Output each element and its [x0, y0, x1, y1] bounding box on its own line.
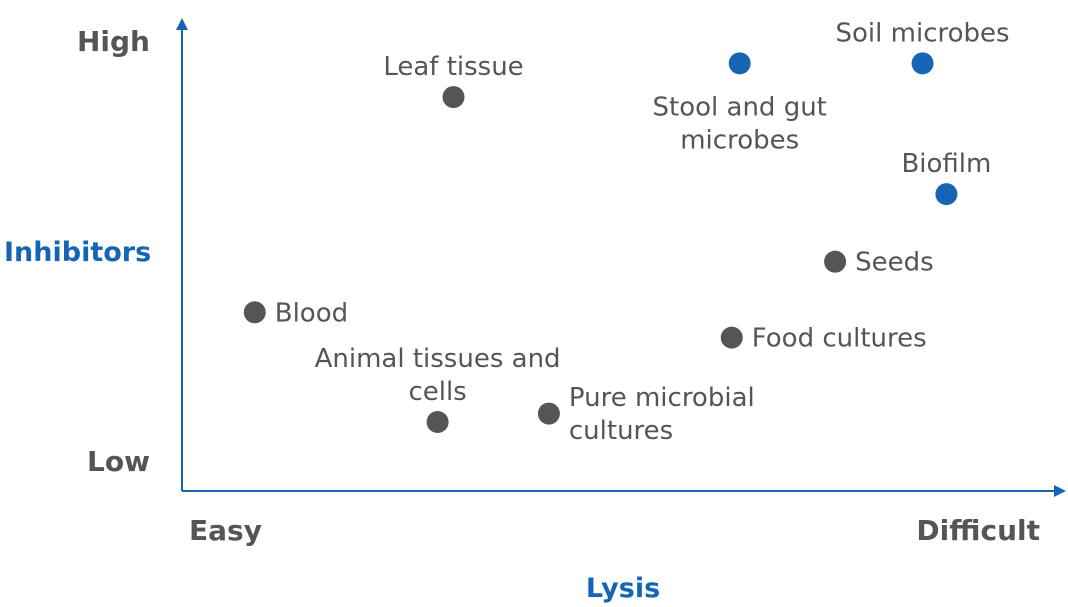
- y-tick-low: Low: [87, 445, 150, 478]
- data-point: [824, 250, 847, 273]
- y-axis-title: Inhibitors: [4, 237, 151, 268]
- data-point: [935, 183, 958, 206]
- data-label: Leaf tissue: [383, 52, 523, 82]
- x-axis-title: Lysis: [586, 573, 660, 604]
- data-point: [911, 52, 934, 75]
- x-tick-low: Easy: [189, 514, 262, 547]
- data-label: Biofilm: [901, 149, 991, 179]
- data-label: Food cultures: [752, 324, 927, 354]
- data-point: [728, 52, 751, 75]
- data-points: [243, 52, 958, 434]
- data-point: [442, 86, 465, 109]
- y-tick-high: High: [77, 25, 150, 58]
- data-label: Blood: [275, 298, 348, 328]
- data-point: [537, 402, 560, 425]
- axes: [176, 18, 1066, 497]
- data-point: [426, 411, 449, 434]
- x-axis-arrowhead: [1054, 485, 1066, 497]
- y-axis-arrowhead: [176, 18, 188, 30]
- x-tick-high: Difficult: [916, 514, 1040, 547]
- data-label: Soil microbes: [836, 18, 1010, 48]
- data-point: [720, 326, 743, 349]
- data-label: Seeds: [855, 248, 934, 278]
- data-point: [243, 301, 266, 324]
